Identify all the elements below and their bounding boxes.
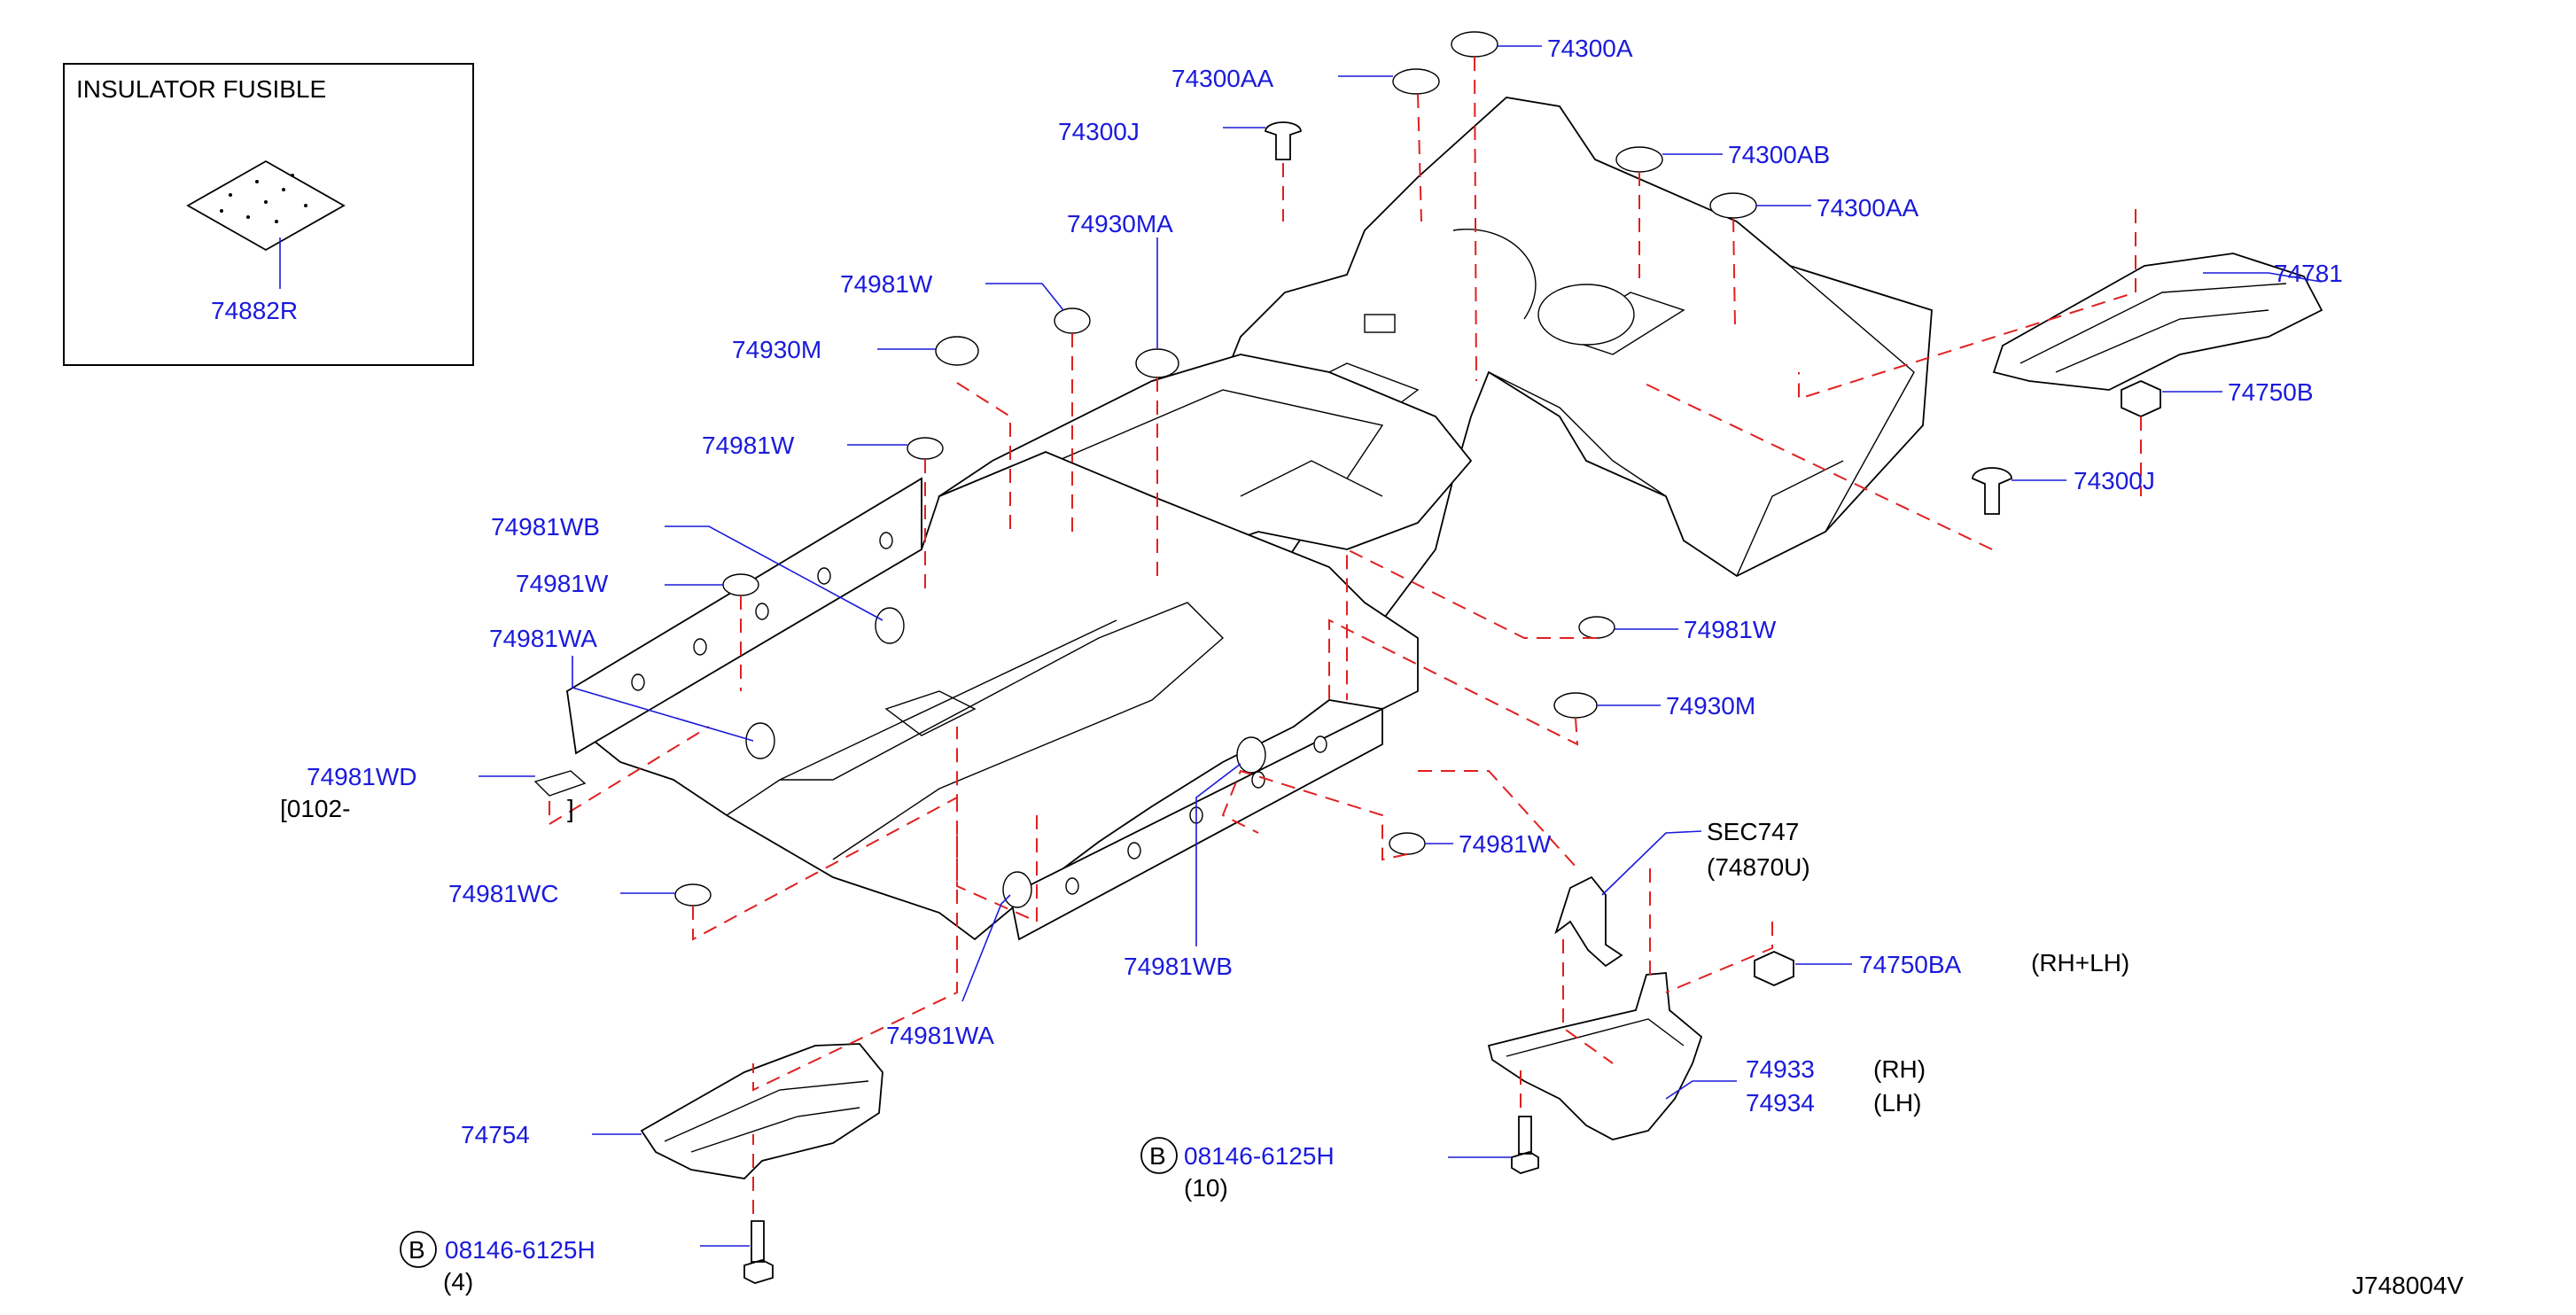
fusible-insulator-pad xyxy=(186,160,346,252)
diagram-code: J748004V xyxy=(2352,1272,2463,1299)
callout-bolt-1[interactable]: 08146-6125H xyxy=(1184,1142,1335,1170)
clip-74300J-right[interactable] xyxy=(1972,467,2012,515)
heat-shield-74754[interactable] xyxy=(640,1043,883,1179)
callout-74300A[interactable]: 74300A xyxy=(1547,35,1633,62)
plug-74981W-1[interactable] xyxy=(1054,307,1091,334)
plug-74981W-5[interactable] xyxy=(1389,832,1426,855)
callout-74981WA-2[interactable]: 74981WA xyxy=(886,1022,994,1049)
plug-74300AB[interactable] xyxy=(1615,146,1663,173)
callout-74300AA-top[interactable]: 74300AA xyxy=(1171,65,1274,92)
shields xyxy=(640,253,2323,1179)
sec-reference: SEC747 xyxy=(1707,818,1799,845)
plug-74300AA-top[interactable] xyxy=(1392,68,1440,95)
plug-74930M-1[interactable] xyxy=(935,336,979,366)
plug-74981W-3[interactable] xyxy=(722,573,759,596)
plug-74981WA-1[interactable] xyxy=(745,722,775,759)
callout-74981WD[interactable]: 74981WD xyxy=(307,763,417,790)
bolt-qty-1: (10) xyxy=(1184,1174,1228,1202)
callout-74981WA-1[interactable]: 74981WA xyxy=(489,625,597,652)
callout-74981W-5[interactable]: 74981W xyxy=(1459,830,1552,858)
inset-panel: INSULATOR FUSIBLE 74882R xyxy=(63,63,474,366)
nut-74750B[interactable] xyxy=(2121,380,2161,417)
rh-lh-note: (RH+LH) xyxy=(2031,949,2129,977)
inset-title: INSULATOR FUSIBLE xyxy=(76,75,326,103)
callout-74930M-2[interactable]: 74930M xyxy=(1666,692,1755,720)
callout-74981W-4[interactable]: 74981W xyxy=(1684,616,1777,643)
plug-74981WA-2[interactable] xyxy=(1002,871,1032,908)
bracket-SEC747[interactable] xyxy=(1554,875,1623,968)
bolt-qty-2: (4) xyxy=(443,1268,473,1296)
callout-74750BA[interactable]: 74750BA xyxy=(1859,951,1962,978)
bolts: B B xyxy=(400,1116,1539,1284)
callout-bolt-2[interactable]: 08146-6125H xyxy=(445,1236,595,1264)
plug-74981WB-2[interactable] xyxy=(1236,736,1266,774)
callout-74882R[interactable]: 74882R xyxy=(211,297,298,324)
callout-74981W-1[interactable]: 74981W xyxy=(840,270,933,298)
callout-74300J-top[interactable]: 74300J xyxy=(1058,118,1140,145)
callout-74981WB-2[interactable]: 74981WB xyxy=(1124,953,1233,980)
callout-74934[interactable]: 74934 xyxy=(1746,1089,1815,1117)
plug-74981W-2[interactable] xyxy=(907,437,944,460)
plug-74300A[interactable] xyxy=(1451,31,1498,58)
clip-74300J-top[interactable] xyxy=(1265,121,1302,160)
callout-74981W-3[interactable]: 74981W xyxy=(516,570,609,597)
callout-74981WB-1[interactable]: 74981WB xyxy=(491,513,600,541)
callout-74781[interactable]: 74781 xyxy=(2274,260,2343,287)
callout-74930MA[interactable]: 74930MA xyxy=(1067,210,1173,237)
plug-74300AA-right[interactable] xyxy=(1709,192,1757,219)
callout-labels: 74300A 74300AA 74300J 74300AB 74300AA 74… xyxy=(280,35,2463,1299)
bolt-08146-6125H-2[interactable] xyxy=(743,1220,774,1284)
assembly-lines xyxy=(549,56,2142,1214)
lh-note: (LH) xyxy=(1873,1089,1921,1117)
callout-74981W-2[interactable]: 74981W xyxy=(702,432,795,459)
callout-74300AA-right[interactable]: 74300AA xyxy=(1817,194,1919,222)
plug-74930MA[interactable] xyxy=(1135,348,1179,378)
plugs xyxy=(533,31,2161,986)
rh-note: (RH) xyxy=(1873,1055,1926,1083)
b-mark-1-letter: B xyxy=(1149,1142,1166,1170)
callout-74981WC[interactable]: 74981WC xyxy=(448,880,559,907)
bolt-08146-6125H-1[interactable] xyxy=(1511,1116,1539,1174)
callout-74300AB[interactable]: 74300AB xyxy=(1728,141,1830,168)
b-mark-1 xyxy=(1140,1137,1178,1174)
b-mark-2 xyxy=(400,1231,437,1268)
callout-74750B[interactable]: 74750B xyxy=(2228,378,2314,406)
plug-74981WB-1[interactable] xyxy=(875,607,905,644)
leaders xyxy=(479,45,2323,1247)
heat-shield-74781[interactable] xyxy=(1992,253,2323,391)
callout-74933[interactable]: 74933 xyxy=(1746,1055,1815,1083)
floor-pan xyxy=(565,97,1933,941)
callout-74930M-1[interactable]: 74930M xyxy=(732,336,821,363)
b-mark-2-letter: B xyxy=(409,1236,425,1264)
range-close: ] xyxy=(567,795,574,822)
nut-74750BA[interactable] xyxy=(1754,951,1794,986)
plug-74981WD[interactable] xyxy=(533,770,587,797)
range-open: [0102- xyxy=(280,795,350,822)
callout-74300J-right[interactable]: 74300J xyxy=(2074,467,2155,494)
plug-74981WC[interactable] xyxy=(674,883,712,906)
plug-74930M-2[interactable] xyxy=(1553,692,1598,719)
sec-part: (74870U) xyxy=(1707,853,1810,881)
callout-74754[interactable]: 74754 xyxy=(461,1121,530,1148)
plug-74981W-4[interactable] xyxy=(1578,616,1615,639)
bracket-74933-74934[interactable] xyxy=(1487,972,1703,1140)
